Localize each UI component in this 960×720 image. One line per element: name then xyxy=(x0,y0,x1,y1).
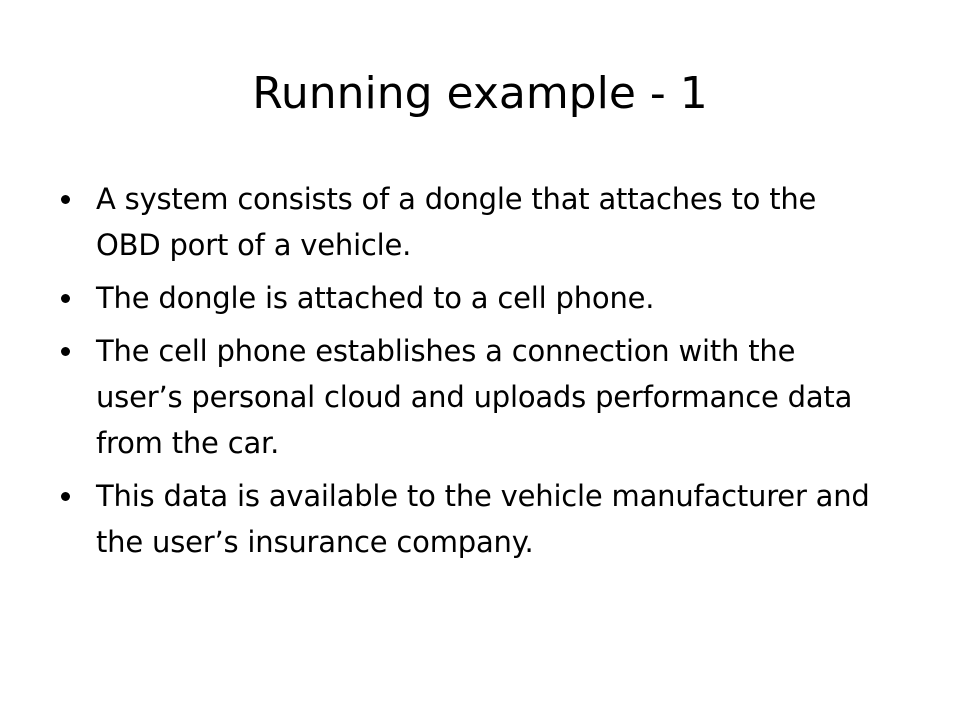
bullet-dot-icon xyxy=(61,347,70,356)
bullet-text: The cell phone establishes a connection … xyxy=(96,334,853,460)
bullet-dot-icon xyxy=(61,492,70,501)
bullet-item-4: This data is available to the vehicle ma… xyxy=(58,473,878,565)
bullet-item-2: The dongle is attached to a cell phone. xyxy=(58,275,878,321)
bullet-text: This data is available to the vehicle ma… xyxy=(96,479,870,559)
bullet-item-1: A system consists of a dongle that attac… xyxy=(58,176,878,268)
bullet-dot-icon xyxy=(61,294,70,303)
bullet-text: A system consists of a dongle that attac… xyxy=(96,182,817,262)
bullet-list: A system consists of a dongle that attac… xyxy=(58,176,878,572)
bullet-dot-icon xyxy=(61,195,70,204)
slide-title: Running example - 1 xyxy=(252,68,708,119)
bullet-text: The dongle is attached to a cell phone. xyxy=(96,281,655,315)
bullet-item-3: The cell phone establishes a connection … xyxy=(58,328,878,466)
